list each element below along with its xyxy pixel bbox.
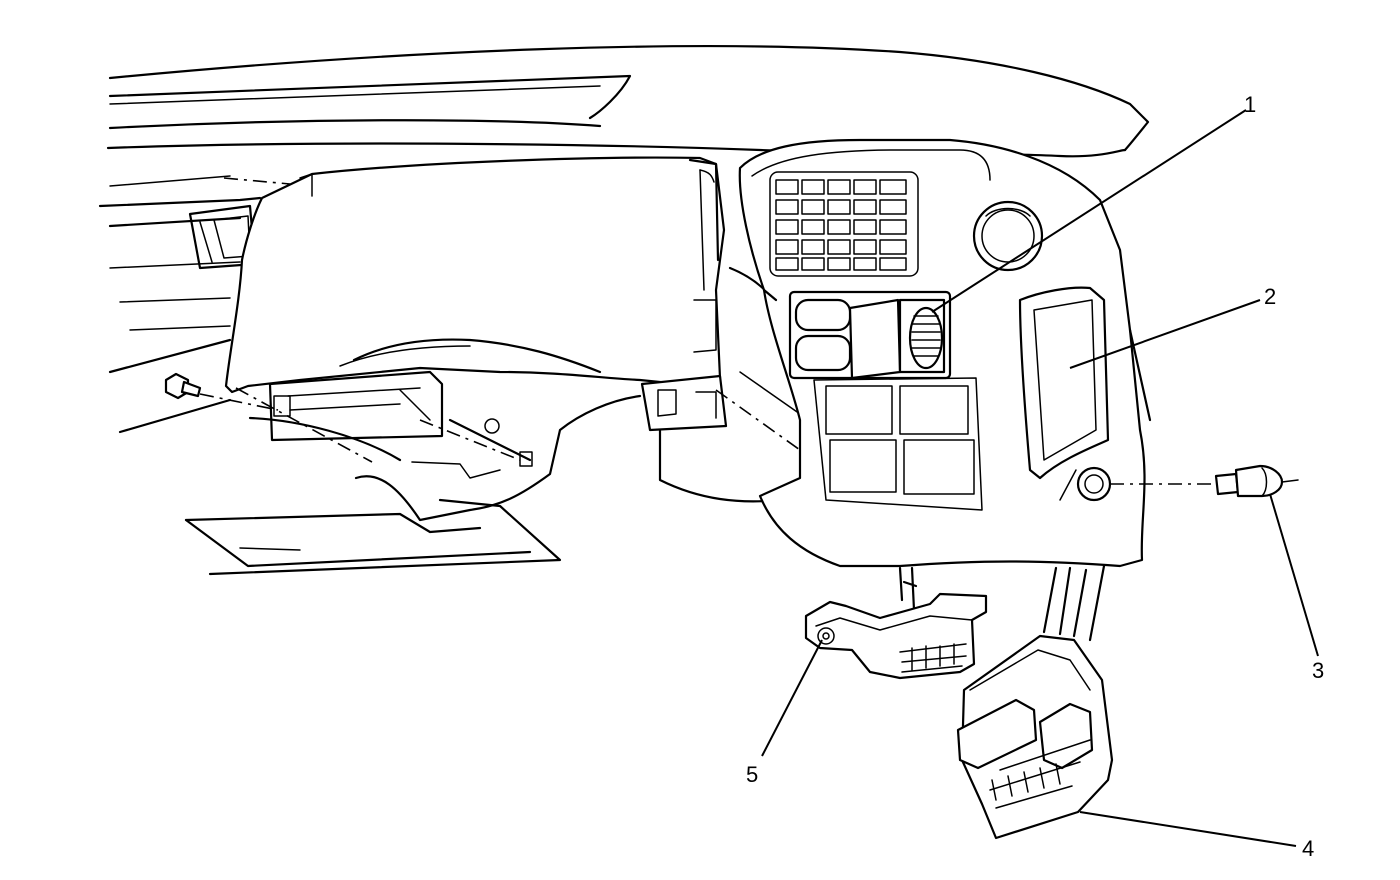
center-vent-grid — [769, 171, 919, 277]
bulb-socket-part — [1110, 464, 1299, 498]
control-module — [956, 564, 1114, 840]
callout-3-label: 3 — [1312, 658, 1324, 683]
glovebox-door — [1018, 286, 1110, 480]
cluster-mounting-bracket-right — [640, 374, 728, 432]
callout-2-label: 2 — [1264, 284, 1276, 309]
round-air-vent — [972, 200, 1044, 272]
callout-4-label: 4 — [1302, 836, 1314, 861]
leader-5 — [761, 639, 823, 757]
center-console-stack — [738, 138, 1152, 568]
leader-4 — [1079, 811, 1297, 847]
leader-2 — [1069, 299, 1261, 369]
dimmer-knob — [908, 306, 944, 370]
switch-panel — [788, 290, 952, 380]
callout-5-label: 5 — [746, 762, 758, 787]
mounting-screw — [164, 177, 801, 463]
wiring-connector — [804, 566, 988, 680]
instrument-cluster-housing — [224, 156, 726, 394]
callout-leaders — [761, 109, 1319, 847]
console-lower-openings — [813, 377, 983, 511]
callout-1-label: 1 — [1244, 92, 1256, 117]
callout-labels: 1 2 3 4 5 — [746, 92, 1324, 861]
dashboard-upper-contours — [98, 45, 1150, 434]
leader-3 — [1269, 493, 1319, 657]
leader-1 — [931, 109, 1247, 313]
lower-cluster-bracket — [268, 338, 602, 467]
